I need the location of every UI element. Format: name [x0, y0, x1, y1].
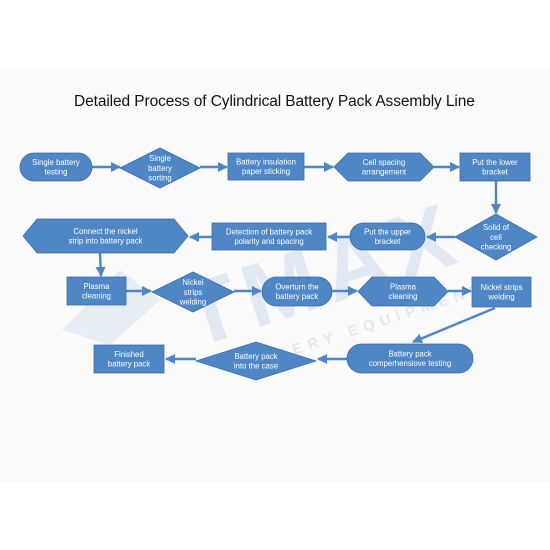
process-step-label: battery [148, 164, 172, 173]
process-step-label: bracket [482, 168, 508, 177]
process-step-label: sorting [148, 173, 171, 182]
process-step-label: Finished [114, 350, 143, 359]
process-step-shape [261, 276, 333, 307]
process-step-label: polarity and spacing [234, 237, 303, 246]
process-step-shape [22, 218, 189, 254]
process-step-shape [119, 147, 201, 189]
process-step-label: Battery pack [388, 350, 431, 359]
process-step-label: battery pack [276, 292, 319, 301]
process-step-shape [459, 152, 531, 182]
diagram-title: Detailed Process of Cylindrical Battery … [74, 93, 475, 110]
process-step-shape [454, 213, 538, 261]
process-step-label: arrangement [362, 168, 407, 177]
flow-arrow [95, 252, 106, 278]
process-step-shape [471, 276, 532, 308]
process-step-label: Battery insulation [236, 158, 296, 167]
process-step-shape [211, 222, 327, 251]
process-step-label: cleaning [388, 292, 417, 301]
process-step-label: comperhensiove testing [369, 359, 451, 368]
process-step-label: Cell spacing [363, 158, 405, 167]
process-step-label: Single battery [32, 158, 80, 167]
process-step-label: strips [184, 288, 203, 297]
process-step-shape [66, 276, 127, 306]
process-step-label: Connect the nickel [73, 227, 137, 236]
process-step-label: Plasma [84, 282, 111, 291]
process-step-shape [19, 152, 93, 182]
process-step-shape [151, 271, 235, 313]
process-step-label: checking [481, 242, 512, 251]
process-step-label: testing [45, 168, 68, 177]
process-step-label: Solid of [483, 223, 510, 232]
watermark-logo-icon [62, 270, 160, 345]
process-step-label: bracket [375, 237, 401, 246]
process-step-label: into the case [234, 362, 278, 371]
process-step-label: Detection of battery pack [226, 228, 312, 237]
process-step-label: Battery pack [234, 352, 277, 361]
process-step-label: welding [487, 293, 514, 302]
process-step-label: Put the upper [364, 228, 411, 237]
process-step-label: strip into battery pack [68, 237, 142, 246]
process-step-label: Single [149, 154, 171, 163]
process-step-shape [93, 344, 165, 374]
process-step-label: battery pack [108, 360, 151, 369]
process-step-shape [346, 343, 474, 374]
flow-arrow [412, 306, 496, 344]
process-step-label: welding [179, 297, 206, 306]
process-step-label: Nickel [182, 278, 203, 287]
process-step-shape [333, 152, 435, 182]
process-step-shape [349, 222, 426, 251]
process-step-label: paper sticking [242, 167, 290, 176]
process-step-shape [227, 152, 305, 181]
flow-arrows [92, 161, 502, 365]
process-step-label: cell [490, 233, 502, 242]
process-step-label: Plasma [390, 283, 417, 292]
process-step-shape [194, 341, 318, 381]
process-step-label: Put the lower [472, 158, 518, 167]
process-step-label: Overturn the [275, 283, 318, 292]
process-step-label: cleaning [82, 292, 111, 301]
diagram-background [0, 66, 550, 482]
flow-steps: Single batterytestingSinglebatterysortin… [19, 147, 538, 381]
process-step-shape [357, 276, 449, 307]
process-step-label: Nickel strips [480, 283, 522, 292]
